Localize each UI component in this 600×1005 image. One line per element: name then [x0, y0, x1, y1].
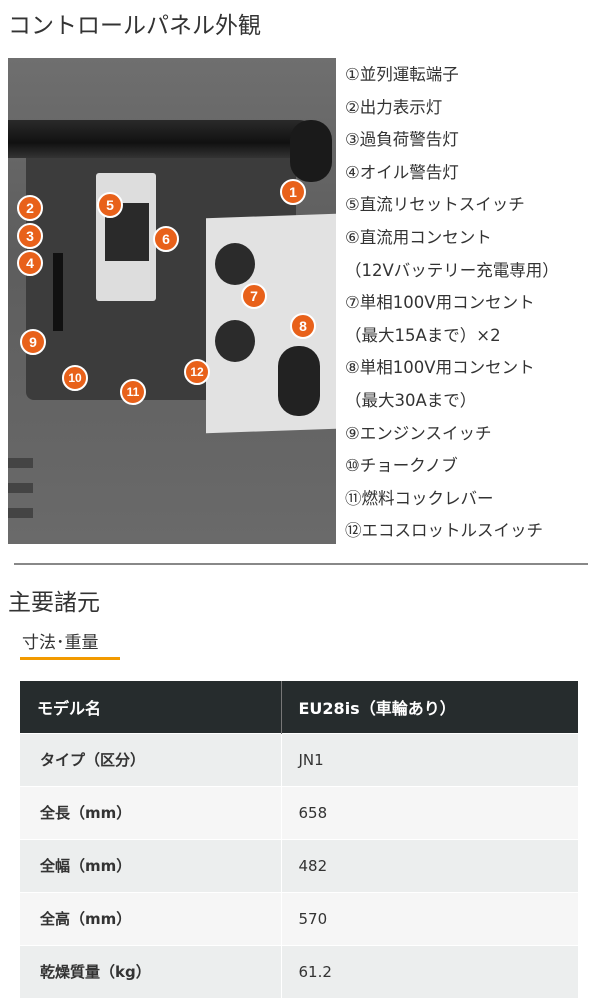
callout-badge: 12: [184, 359, 210, 385]
feature-item: （最大15Aまで）×2: [345, 325, 501, 345]
callout-badge: 2: [17, 195, 43, 221]
row-label: 全高（mm）: [20, 891, 281, 945]
callout-badge: 11: [120, 379, 146, 405]
table-row: 全幅（mm）482: [20, 838, 578, 892]
callout-badge: 1: [280, 179, 306, 205]
row-label: 全長（mm）: [20, 785, 281, 839]
row-value: 658: [280, 785, 578, 839]
feature-list: ①並列運転端子 ②出力表示灯 ③過負荷警告灯 ④オイル警告灯 ⑤直流リセットスイ…: [345, 60, 600, 549]
callout-badge: 4: [17, 250, 43, 276]
specs-heading: 主要諸元: [8, 590, 100, 616]
divider: [14, 563, 588, 565]
feature-item: ⑧単相100V用コンセント: [345, 358, 535, 378]
header-cell: モデル名: [20, 681, 281, 733]
table-row: 全高（mm）570: [20, 891, 578, 945]
callout-badge: 8: [290, 313, 316, 339]
table-row: タイプ（区分）JN1: [20, 732, 578, 786]
row-value: JN1: [280, 732, 578, 786]
table-row: 全長（mm）658: [20, 785, 578, 839]
row-value: 61.2: [280, 944, 578, 998]
feature-item: ⑨エンジンスイッチ: [345, 423, 492, 443]
feature-item: ⑤直流リセットスイッチ: [345, 195, 525, 215]
callout-badge: 9: [20, 329, 46, 355]
feature-item: ③過負荷警告灯: [345, 130, 459, 150]
callout-badge: 3: [17, 223, 43, 249]
feature-item: ⑫エコスロットルスイッチ: [345, 521, 543, 541]
feature-item: ⑥直流用コンセント: [345, 227, 492, 247]
feature-item: ①並列運転端子: [345, 65, 459, 84]
feature-item: （12Vバッテリー充電専用）: [345, 260, 559, 280]
feature-item: ⑦単相100V用コンセント: [345, 293, 535, 313]
feature-item: ⑪燃料コックレバー: [345, 488, 494, 508]
row-label: タイプ（区分）: [20, 732, 281, 786]
callout-badge: 5: [97, 192, 123, 218]
row-label: 乾燥質量（kg）: [20, 944, 281, 998]
feature-item: ②出力表示灯: [345, 97, 443, 117]
feature-item: ⑩チョークノブ: [345, 456, 458, 476]
callout-badge: 6: [153, 226, 179, 252]
section-title: コントロールパネル外観: [8, 13, 261, 39]
table-header-row: モデル名 EU28is（車輪あり）: [20, 681, 578, 733]
feature-item: ④オイル警告灯: [345, 162, 459, 182]
row-label: 全幅（mm）: [20, 838, 281, 892]
callout-badge: 10: [62, 365, 88, 391]
table-row: 乾燥質量（kg）61.2: [20, 944, 578, 998]
control-panel-photo: [8, 58, 336, 544]
row-value: 570: [280, 891, 578, 945]
header-cell: EU28is（車輪あり）: [280, 681, 578, 733]
dimensions-tab-heading: 寸法･重量: [22, 633, 99, 653]
row-value: 482: [280, 838, 578, 892]
heading-underline: [20, 657, 120, 660]
feature-item: （最大30Aまで）: [345, 390, 477, 410]
spec-table: モデル名 EU28is（車輪あり） タイプ（区分）JN1 全長（mm）658 全…: [20, 681, 578, 998]
callout-badge: 7: [241, 283, 267, 309]
